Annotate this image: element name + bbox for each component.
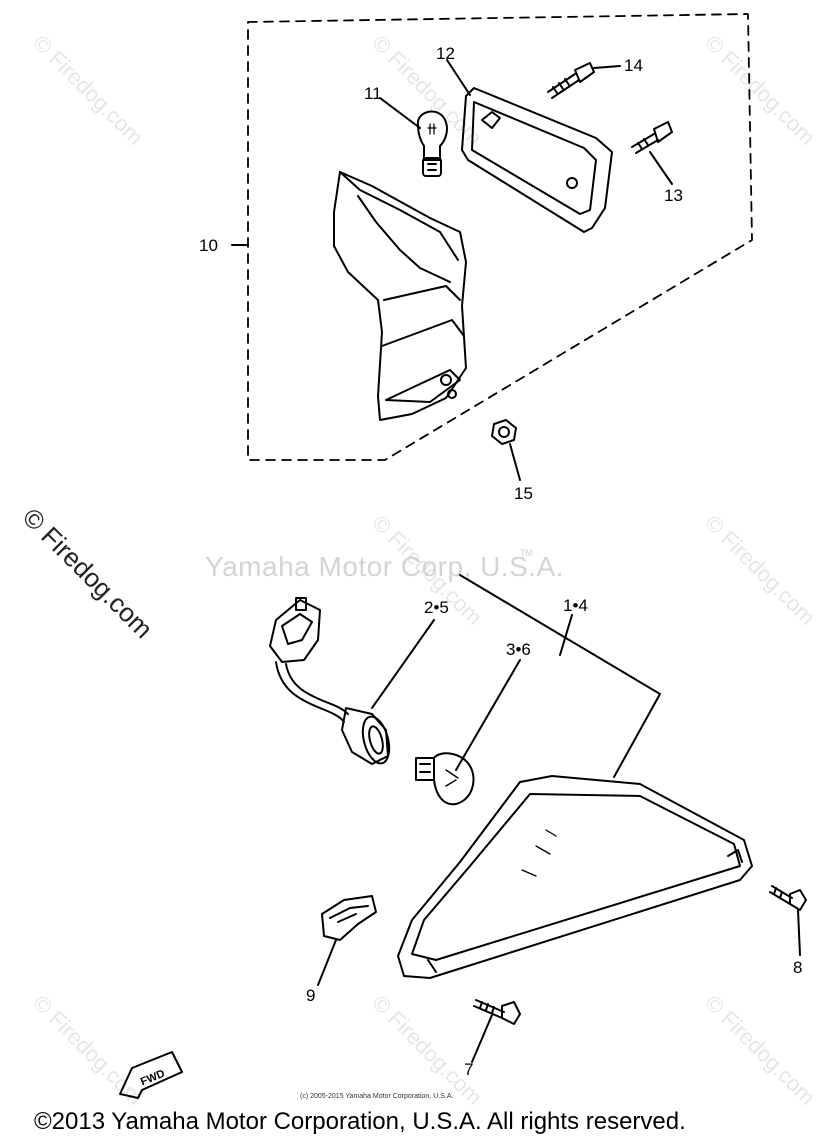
screw-icon-8 bbox=[769, 885, 807, 911]
bracket-1-4 bbox=[459, 574, 661, 778]
label-8: 8 bbox=[793, 958, 803, 977]
label-14: 14 bbox=[624, 56, 643, 75]
screw-icon-13 bbox=[631, 121, 673, 154]
leader-12 bbox=[446, 59, 471, 96]
fwd-arrow-icon bbox=[119, 1051, 183, 1099]
label-9: 9 bbox=[306, 986, 316, 1005]
label-3-6: 3•6 bbox=[506, 640, 531, 659]
leader-13 bbox=[649, 151, 673, 185]
assembly-box-dashed bbox=[247, 13, 753, 461]
screw-icon-14 bbox=[547, 62, 595, 99]
leader-2-5 bbox=[371, 619, 435, 709]
label-1-4: 1•4 bbox=[563, 596, 588, 615]
bulb-icon-3-6 bbox=[415, 752, 475, 806]
leader-9 bbox=[317, 939, 337, 986]
side-lens-icon-1-4 bbox=[397, 775, 753, 979]
label-15: 15 bbox=[514, 484, 533, 503]
leader-1-4 bbox=[559, 614, 573, 656]
label-7: 7 bbox=[464, 1060, 474, 1079]
label-12: 12 bbox=[436, 44, 455, 63]
bulb-icon-11 bbox=[416, 110, 448, 177]
nut-icon-15 bbox=[491, 419, 517, 445]
label-10: 10 bbox=[199, 236, 218, 255]
label-11: 11 bbox=[364, 84, 382, 103]
leader-7 bbox=[471, 1014, 493, 1063]
leader-15 bbox=[509, 443, 521, 481]
label-2-5: 2•5 bbox=[424, 598, 449, 617]
clip-icon-9 bbox=[321, 895, 377, 941]
small-copyright: (c) 2005-2015 Yamaha Motor Corporation, … bbox=[300, 1093, 454, 1100]
leader-11 bbox=[379, 97, 421, 129]
leader-8 bbox=[797, 909, 801, 956]
socket-harness-icon bbox=[269, 597, 391, 765]
leader-14 bbox=[593, 65, 621, 69]
copyright-notice: ©2013 Yamaha Motor Corporation, U.S.A. A… bbox=[34, 1108, 686, 1135]
watermark-tm: TM bbox=[520, 548, 533, 558]
label-13: 13 bbox=[664, 186, 683, 205]
leader-3-6 bbox=[455, 659, 521, 771]
watermark-center: Yamaha Motor Corp, U.S.A. bbox=[205, 551, 564, 582]
housing-icon-10 bbox=[333, 171, 467, 421]
lens-icon-12 bbox=[461, 87, 613, 233]
screw-icon-7 bbox=[473, 999, 521, 1025]
